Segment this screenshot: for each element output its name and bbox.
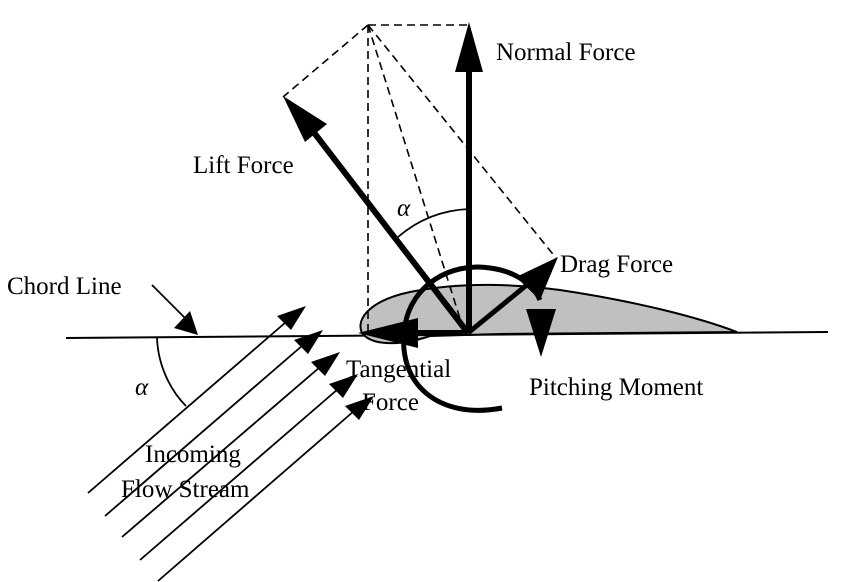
tangential-force-label-line2: Force [362, 389, 419, 416]
normal-force-arrow [455, 22, 483, 333]
flow-arrow [104, 330, 323, 517]
pitching-moment-label: Pitching Moment [529, 374, 703, 401]
tangential-force-label-line1: Tangential [346, 356, 451, 383]
flow-arrow [121, 352, 340, 538]
chord-line-label: Chord Line [7, 273, 122, 300]
alpha-upper-label: α [397, 195, 411, 222]
drag-force-arrow [466, 257, 558, 335]
incoming-flow-arrows [87, 306, 374, 582]
lift-force-label: Lift Force [193, 152, 294, 179]
alpha-lower-label: α [135, 374, 149, 401]
flow-arrow [139, 374, 358, 561]
lift-force-arrow [283, 96, 471, 335]
chord-line-pointer-arrow [151, 284, 198, 335]
flow-arrow [87, 306, 306, 494]
angle-arc-lower [156, 337, 187, 407]
drag-force-label: Drag Force [560, 251, 673, 278]
incoming-flow-label-line1: Incoming [145, 441, 241, 468]
angle-arc-upper [397, 208, 470, 238]
normal-force-label: Normal Force [496, 39, 636, 66]
pitching-moment-arrow [401, 264, 556, 413]
incoming-flow-label-line2: Flow Stream [121, 476, 250, 503]
flow-arrow [157, 396, 374, 582]
